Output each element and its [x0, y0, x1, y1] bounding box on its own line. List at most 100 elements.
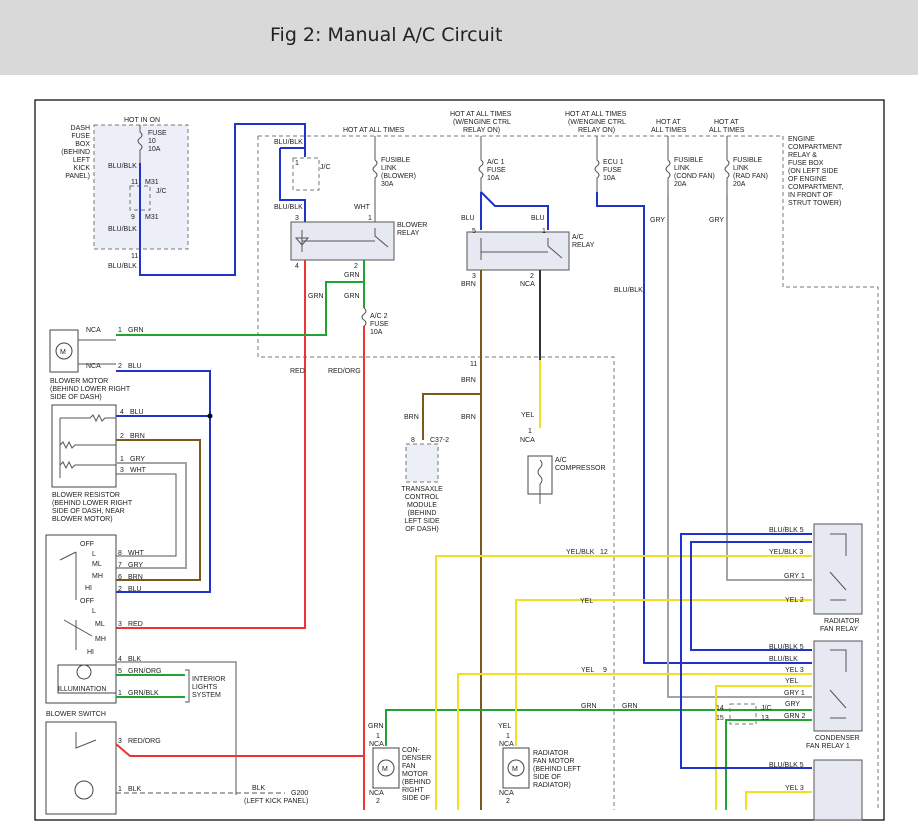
wire-label-blu-blk5-3: BLU/BLK 5 [769, 762, 804, 769]
wire-label-grn-4: GRN [128, 327, 144, 334]
svg-text:MOTOR: MOTOR [402, 771, 428, 778]
wire-label-wht-2: WHT [130, 467, 147, 474]
br-pin1: 1 [368, 215, 372, 222]
engine-box-label: ENGINE COMPARTMENT RELAY & FUSE BOX (ON … [788, 136, 843, 207]
sw-ml-1: ML [92, 561, 102, 568]
wire-label-nca-7: NCA [499, 741, 514, 748]
wire-label-blu-blk-2: BLU/BLK [108, 226, 137, 233]
jc2-pin1: 1 [295, 160, 299, 167]
wire-label-blk-3: BLK [252, 785, 266, 792]
wire-label-yel-blk: YEL/BLK [566, 549, 595, 556]
wire-yel-cond [457, 673, 812, 810]
svg-text:OF ENGINE: OF ENGINE [788, 176, 827, 183]
ecu1-label-1: ECU 1 [603, 159, 624, 166]
g200-label: G200 [291, 790, 308, 797]
svg-text:SIDE OF: SIDE OF [533, 774, 561, 781]
wire-label-brn-2: BRN [461, 377, 476, 384]
wire-label-grn2: GRN 2 [784, 713, 806, 720]
wire-label-blu-blk-7: BLU/BLK [769, 656, 798, 663]
rfm-pin2: 2 [506, 798, 510, 805]
wire-blu-blk-ecu [596, 192, 812, 664]
wire-label-yel3-1: YEL 3 [785, 667, 804, 674]
wire-label-blu-3: BLU [128, 363, 142, 370]
ac1-label-3: 10A [487, 175, 500, 182]
wire-label-grn-3: GRN [344, 272, 360, 279]
pin-12: 12 [600, 549, 608, 556]
interior-label-3: SYSTEM [192, 692, 221, 699]
ac2-label-3: 10A [370, 329, 383, 336]
wire-label-yel2: YEL 2 [785, 597, 804, 604]
sw-pin2: 2 [118, 586, 122, 593]
wire-label-yel-1: YEL [521, 412, 534, 419]
wire-label-yel-5: YEL [785, 678, 798, 685]
wire-label-blu-blk-4: BLU/BLK [274, 139, 303, 146]
wire-label-blu-blk-6: BLU/BLK [614, 287, 643, 294]
sw-ml-2: ML [95, 621, 105, 628]
jc-box-3 [729, 703, 757, 725]
br-pin2: 2 [354, 263, 358, 270]
wire-label-grn-2: GRN [344, 293, 360, 300]
fl-cond-l2: LINK [674, 165, 690, 172]
m31-label-bottom: M31 [145, 214, 159, 221]
jc-label-2: J/C [320, 164, 331, 171]
fuse10-rating: 10A [148, 146, 161, 153]
wire-grn-condenser [385, 709, 812, 746]
resistor-symbol [59, 413, 116, 478]
hot-in-on-label: HOT IN ON [124, 117, 160, 124]
cfm-pin1: 1 [376, 733, 380, 740]
rad-relay-label-1: RADIATOR [824, 618, 860, 625]
wire-label-gry1-1: GRY 1 [784, 573, 805, 580]
svg-text:(BEHIND LEFT: (BEHIND LEFT [533, 766, 582, 773]
wire-label-gry-3: GRY [130, 456, 145, 463]
wire-label-gry-1: GRY [650, 217, 665, 224]
wire-grn-right [725, 719, 812, 810]
svg-text:MODULE: MODULE [407, 502, 437, 509]
ac-relay-label-2: RELAY [572, 242, 595, 249]
blower-motor-m: M [60, 349, 66, 356]
fuse10-symbol [137, 125, 143, 163]
wire-label-gry1-2: GRY 1 [784, 690, 805, 697]
sw-pin3: 3 [118, 621, 122, 628]
wire-label-brn-5: BRN [130, 433, 145, 440]
wire-label-brn-1: BRN [461, 281, 476, 288]
acs-pin3: 3 [118, 738, 122, 745]
fl-rad-l3: (RAD FAN) [733, 173, 768, 180]
wire-blu-blk-relay [279, 148, 306, 222]
fl-rad-l4: 20A [733, 181, 746, 188]
all-times-label-2: ALL TIMES [709, 127, 745, 134]
rfm-pin1: 1 [506, 733, 510, 740]
sw-mh-1: MH [92, 573, 103, 580]
dash-fuse-box-label: DASH FUSE BOX (BEHIND LEFT KICK PANEL) [61, 125, 90, 180]
illumination-label: ILLUMINATION [58, 686, 107, 693]
engine-box-border [258, 135, 879, 810]
ill-pin4: 4 [118, 656, 122, 663]
rad-relay-label-2: FAN RELAY [820, 626, 858, 633]
wire-label-blu-5: BLU [128, 586, 142, 593]
wire-label-grn-5: GRN [368, 723, 384, 730]
sw-pin7: 7 [118, 562, 122, 569]
condenser-fan-relay-2 [813, 759, 863, 821]
fl-blower-l4: 30A [381, 181, 394, 188]
wire-label-blu-blk-5: BLU/BLK [274, 204, 303, 211]
cond-relay-label-1: CONDENSER [815, 735, 860, 742]
svg-text:KICK: KICK [74, 165, 91, 172]
fl-rad-l1: FUSIBLE [733, 157, 763, 164]
c37-label: C37-2 [430, 437, 449, 444]
fl-rad-symbol [724, 136, 730, 195]
wire-label-gry-5: GRY [785, 701, 800, 708]
sw-hi-1: HI [85, 585, 92, 592]
ac1-label-2: FUSE [487, 167, 506, 174]
tcm-pin8: 8 [411, 437, 415, 444]
transaxle-module [405, 443, 439, 483]
svg-text:LEFT SIDE: LEFT SIDE [404, 518, 440, 525]
header-bar: Fig 2: Manual A/C Circuit [0, 0, 918, 75]
svg-text:OF DASH): OF DASH) [405, 526, 438, 533]
switch-contacts [59, 551, 93, 650]
svg-text:BOX: BOX [75, 141, 90, 148]
ac2-fuse-symbol [361, 307, 367, 327]
m31-label-top: M31 [145, 179, 159, 186]
wire-label-blu-blk5-2: BLU/BLK 5 [769, 644, 804, 651]
wire-gry-rad [726, 195, 812, 581]
br-pin3: 3 [295, 215, 299, 222]
